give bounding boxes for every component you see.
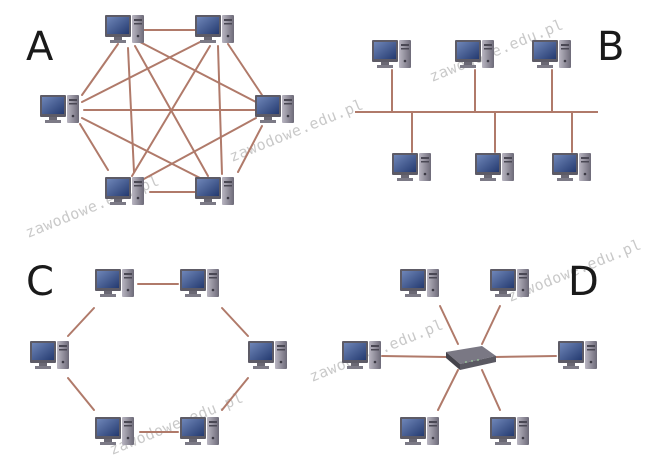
- link: [67, 307, 95, 337]
- workstation: [95, 269, 134, 297]
- link: [81, 41, 201, 103]
- panel-label-c: C: [26, 259, 54, 305]
- link: [221, 307, 249, 337]
- link: [81, 117, 201, 179]
- workstation: [558, 341, 597, 369]
- link: [227, 43, 263, 96]
- workstation: [248, 341, 287, 369]
- link: [139, 41, 257, 103]
- workstation: [105, 15, 144, 43]
- workstation: [392, 153, 431, 181]
- ring-topology: [30, 269, 287, 445]
- star-topology: [342, 269, 597, 445]
- workstation: [195, 15, 234, 43]
- link: [381, 355, 447, 358]
- panel-label-a: A: [26, 24, 54, 70]
- link: [237, 125, 263, 173]
- workstation: [400, 269, 439, 297]
- workstation: [180, 417, 219, 445]
- link: [439, 305, 459, 345]
- workstation: [475, 153, 514, 181]
- workstation: [532, 40, 571, 68]
- workstation: [255, 95, 294, 123]
- workstation: [490, 417, 529, 445]
- bus-topology: [355, 40, 598, 181]
- link: [493, 355, 557, 358]
- link: [437, 369, 459, 411]
- switch-hub: [446, 346, 496, 370]
- workstation: [372, 40, 411, 68]
- mesh-links: [79, 29, 263, 193]
- link: [79, 123, 109, 171]
- panel-label-d: D: [568, 259, 599, 305]
- workstation: [30, 341, 69, 369]
- workstation: [180, 269, 219, 297]
- link: [67, 377, 95, 411]
- link: [481, 369, 501, 411]
- workstation: [552, 153, 591, 181]
- link: [481, 305, 501, 345]
- watermark-layer: zawodowe.edu.pl zawodowe.edu.pl zawodowe…: [23, 15, 644, 458]
- link: [141, 117, 257, 181]
- mesh-topology: [40, 15, 294, 205]
- workstation: [195, 177, 234, 205]
- panel-label-b: B: [597, 24, 624, 70]
- workstation: [40, 95, 79, 123]
- workstation: [400, 417, 439, 445]
- link: [81, 43, 119, 96]
- link: [221, 377, 249, 411]
